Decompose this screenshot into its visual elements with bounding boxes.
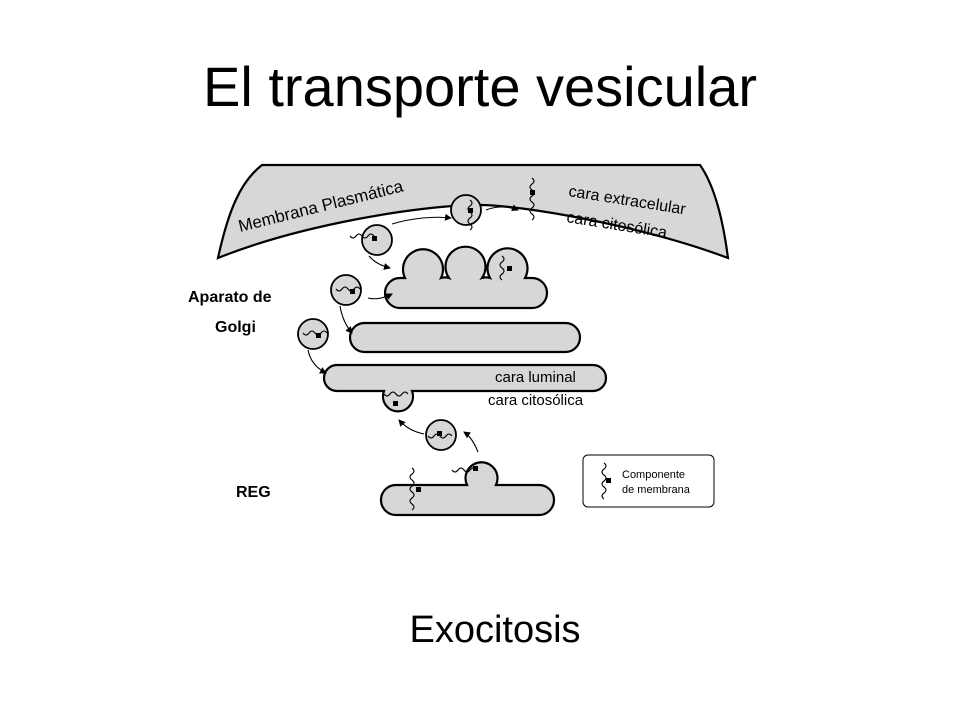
vesicle	[297, 318, 329, 350]
arrow	[398, 419, 425, 435]
legend-box	[582, 454, 715, 508]
arrow	[339, 305, 353, 334]
golgi-cisterna-trans	[383, 245, 549, 310]
plasma-membrane	[216, 163, 730, 260]
arrow	[391, 213, 452, 225]
membrane-component-legend-icon	[606, 478, 611, 483]
membrane-component-glyph	[393, 401, 398, 406]
legend: Componente de membrana	[582, 454, 715, 508]
membrane-component-glyph	[383, 391, 409, 397]
membrane-component-glyph	[316, 333, 321, 338]
legend-line1: Componente	[622, 469, 685, 481]
membrane-component-glyph	[349, 233, 375, 239]
membrane-component-glyph	[467, 199, 473, 231]
arrow	[368, 255, 391, 270]
membrane-component-glyph	[529, 177, 535, 221]
membrane-component-glyph	[302, 330, 328, 336]
vesicle	[330, 274, 362, 306]
membrane-component-glyph	[473, 466, 478, 471]
label-reg: REG	[236, 484, 271, 501]
label-cara-luminal: cara luminal	[495, 369, 576, 386]
membrane-component-glyph	[437, 431, 442, 436]
arrow	[367, 293, 393, 300]
arrow	[307, 349, 327, 374]
caption: Exocitosis	[409, 609, 581, 651]
membrane-component-glyph	[335, 286, 361, 292]
membrane-component-glyph	[530, 190, 535, 195]
label-cara-citosolica-mid: cara citosólica	[488, 392, 584, 409]
arrow	[463, 431, 479, 453]
membrane-component-glyph	[507, 266, 512, 271]
legend-line2: de membrana	[622, 484, 691, 496]
membrane-component-glyph	[468, 208, 473, 213]
membrane-component-glyph	[451, 467, 477, 473]
membrane-component-glyph	[372, 236, 377, 241]
label-golgi: Golgi	[215, 319, 256, 336]
golgi-cisterna-cis	[322, 363, 608, 413]
fusing-vesicle	[450, 194, 482, 226]
page-title: El transporte vesicular	[202, 55, 757, 118]
membrane-component-glyph	[409, 467, 415, 511]
label-aparato-de: Aparato de	[188, 289, 272, 306]
golgi-cisterna-medial	[348, 321, 582, 354]
rough-er	[379, 461, 556, 517]
arrow	[485, 204, 519, 212]
membrane-component-glyph	[499, 255, 505, 281]
membrane-component-glyph	[416, 487, 421, 492]
membrane-component-glyph	[350, 289, 355, 294]
membrane-component-legend-icon	[601, 462, 607, 500]
